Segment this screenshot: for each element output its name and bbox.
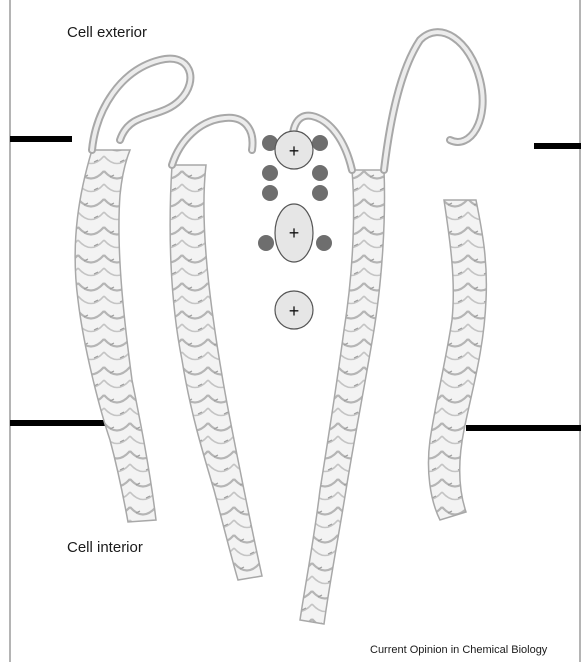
cell-interior-label: Cell interior: [67, 539, 143, 556]
carbonyl-sphere: [262, 185, 278, 201]
helix-2: [170, 165, 262, 580]
cell-exterior-label: Cell exterior: [67, 24, 147, 41]
ion-charge-label: +: [289, 301, 300, 321]
carbonyl-sphere: [262, 165, 278, 181]
helix-1: [75, 150, 156, 522]
carbonyl-sphere: [312, 135, 328, 151]
carbonyl-sphere: [258, 235, 274, 251]
ion-charge-label: +: [289, 141, 300, 161]
carbonyl-sphere: [312, 185, 328, 201]
ion-charge-label: +: [289, 223, 300, 243]
journal-caption: Current Opinion in Chemical Biology: [370, 644, 547, 656]
helix-4: [428, 200, 486, 520]
carbonyl-sphere: [312, 165, 328, 181]
carbonyl-sphere: [316, 235, 332, 251]
